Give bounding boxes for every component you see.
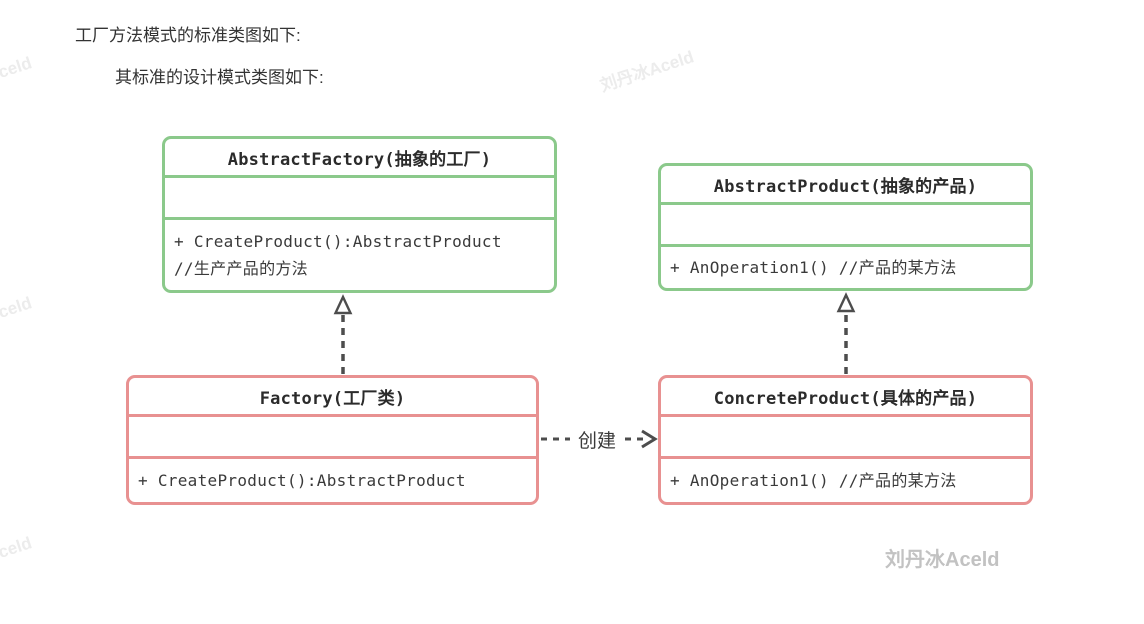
dependency-label: 创建 [570, 426, 624, 453]
class-methods-compartment: + CreateProduct():AbstractProduct //生产产品… [165, 220, 554, 290]
watermark-diagonal: 刘丹冰Aceld [597, 47, 697, 96]
watermark-diagonal: 刘丹冰Aceld [0, 293, 35, 342]
method-line: + CreateProduct():AbstractProduct [174, 232, 502, 251]
watermark-signature: 刘丹冰Aceld [885, 549, 1000, 571]
heading-line1: 工厂方法模式的标准类图如下: [75, 26, 301, 45]
class-title: AbstractProduct(抽象的产品) [661, 166, 1030, 205]
class-attributes-compartment [165, 178, 554, 220]
class-title: ConcreteProduct(具体的产品) [661, 378, 1030, 417]
class-methods-compartment: + CreateProduct():AbstractProduct [129, 459, 536, 502]
class-box-factory: Factory(工厂类) + CreateProduct():AbstractP… [126, 375, 539, 505]
watermark-diagonal: 刘丹冰Aceld [0, 53, 35, 102]
method-line: + AnOperation1() //产品的某方法 [670, 258, 957, 277]
watermark-diagonal: 刘丹冰Aceld [0, 533, 35, 582]
class-box-concrete-product: ConcreteProduct(具体的产品) + AnOperation1() … [658, 375, 1033, 505]
heading-line2: 其标准的设计模式类图如下: [115, 68, 324, 87]
class-title: Factory(工厂类) [129, 378, 536, 417]
class-attributes-compartment [661, 417, 1030, 459]
class-methods-compartment: + AnOperation1() //产品的某方法 [661, 459, 1030, 502]
realization-arrow-factory-to-abstract-factory [333, 294, 353, 374]
class-title: AbstractFactory(抽象的工厂) [165, 139, 554, 178]
method-line: + AnOperation1() //产品的某方法 [670, 471, 957, 490]
class-methods-compartment: + AnOperation1() //产品的某方法 [661, 247, 1030, 288]
class-box-abstract-product: AbstractProduct(抽象的产品) + AnOperation1() … [658, 163, 1033, 291]
class-attributes-compartment [129, 417, 536, 459]
method-comment: //生产产品的方法 [174, 259, 308, 278]
method-line: + CreateProduct():AbstractProduct [138, 471, 466, 490]
realization-arrow-concrete-product-to-abstract-product [836, 292, 856, 374]
class-attributes-compartment [661, 205, 1030, 247]
class-box-abstract-factory: AbstractFactory(抽象的工厂) + CreateProduct()… [162, 136, 557, 293]
